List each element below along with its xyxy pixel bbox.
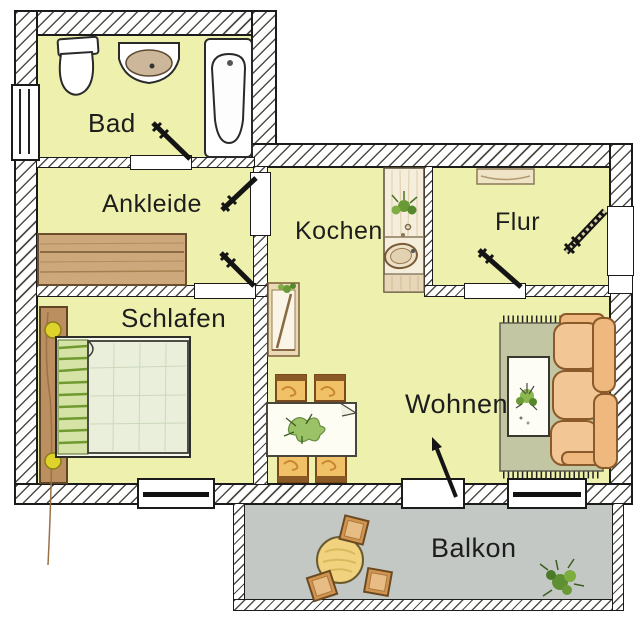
- bad-door-opening: [130, 155, 192, 170]
- wall-bad-right: [251, 10, 277, 168]
- room-label-flur: Flur: [495, 208, 541, 236]
- ankleide-door-opening: [250, 172, 271, 236]
- room-label-bad: Bad: [88, 108, 136, 138]
- room-right-block: [255, 166, 611, 485]
- flur-door-opening: [464, 283, 526, 299]
- wall-top-left: [14, 10, 277, 36]
- wall-balkon-bottom: [233, 599, 624, 611]
- schlafen-door-opening: [194, 283, 256, 299]
- entrance-sidelight: [608, 275, 633, 294]
- room-balkon-floor: [240, 500, 612, 602]
- balkon-door-frame: [401, 478, 465, 509]
- entrance-door-opening: [607, 206, 634, 276]
- room-label-kochen: Kochen: [295, 217, 383, 245]
- wall-kochen-flur: [424, 166, 433, 297]
- schlafen-window-icon: [137, 478, 215, 509]
- wall-top-right: [251, 143, 633, 168]
- room-label-ankleide: Ankleide: [102, 190, 202, 218]
- room-label-wohnen: Wohnen: [405, 389, 509, 419]
- wohnen-window-icon: [507, 478, 587, 509]
- bad-window-icon: [11, 84, 40, 161]
- wall-divider: [253, 166, 268, 485]
- room-left-block: [36, 34, 255, 485]
- wall-right: [609, 143, 633, 505]
- room-label-schlafen: Schlafen: [121, 303, 227, 333]
- wall-balkon-right: [612, 503, 624, 611]
- wall-balkon-left: [233, 503, 245, 611]
- room-label-balkon: Balkon: [431, 533, 517, 563]
